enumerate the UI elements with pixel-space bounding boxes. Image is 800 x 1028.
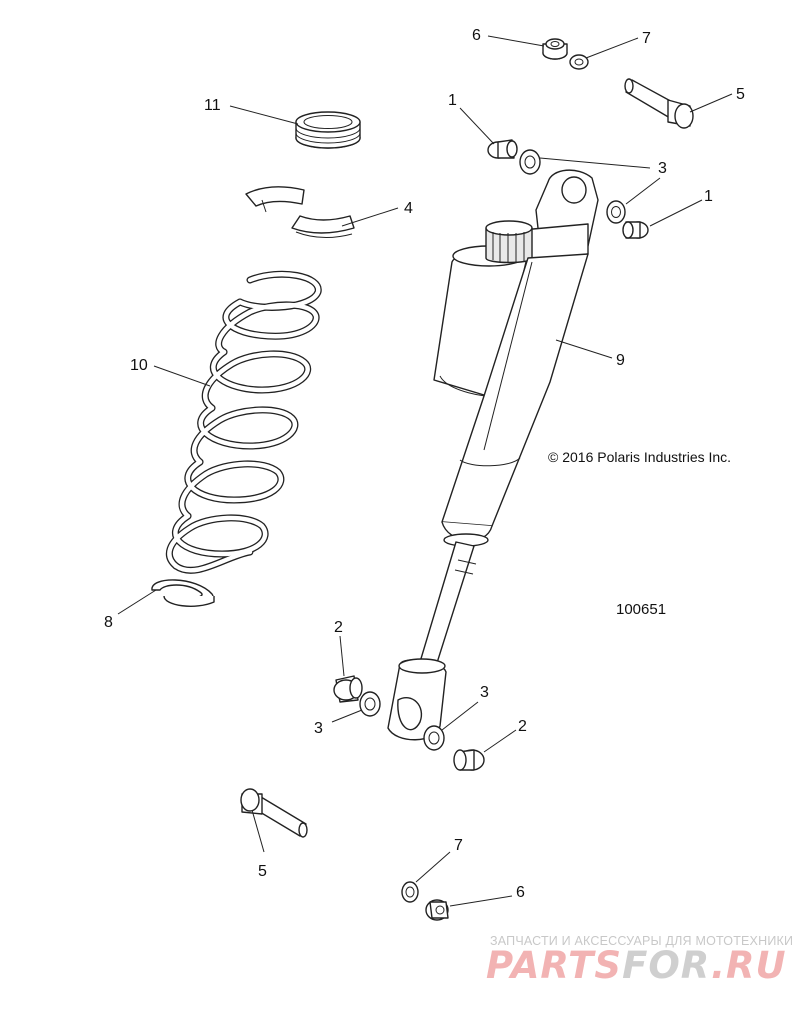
part-10-coil-spring <box>165 270 322 574</box>
callout-5-top: 5 <box>736 86 745 103</box>
watermark-logo-for: FOR <box>622 944 711 987</box>
part-3-washer-lower-right <box>423 725 445 751</box>
callout-3-lower-left: 3 <box>314 720 323 737</box>
part-4-spring-retainer-halves <box>245 186 355 238</box>
callout-numbers: 6 7 5 11 1 3 1 4 9 10 8 2 3 3 2 5 7 6 <box>104 27 745 901</box>
part-6-flange-nut-top <box>542 38 568 60</box>
part-7-washer-lower <box>401 881 419 903</box>
callout-3-lower-right: 3 <box>480 684 489 701</box>
callout-3-upper: 3 <box>658 160 667 177</box>
part-3-washer-upper-left <box>519 149 541 175</box>
part-1-bushing-upper-right <box>622 221 649 239</box>
callout-7-top: 7 <box>642 30 651 47</box>
callout-4: 4 <box>404 200 413 217</box>
leader-lines <box>117 35 733 907</box>
part-3-washer-lower-left <box>359 691 381 717</box>
callout-2-lower-left: 2 <box>334 619 343 636</box>
callout-11: 11 <box>204 97 221 114</box>
part-2-bushing-lower-right <box>453 749 485 771</box>
callout-10: 10 <box>130 357 148 374</box>
figure-id: 100651 <box>616 601 666 618</box>
callout-6-top: 6 <box>472 27 481 44</box>
part-8-spring-seat-clip <box>151 579 215 607</box>
callout-7-lower: 7 <box>454 837 463 854</box>
callout-9: 9 <box>616 352 625 369</box>
watermark: ЗАПЧАСТИ И АКСЕССУАРЫ ДЛЯ МОТОТЕХНИКИ PA… <box>486 934 793 987</box>
part-5-bolt-lower <box>240 788 308 838</box>
part-1-bushing-upper-left <box>487 139 518 159</box>
part-7-washer-top <box>569 54 589 70</box>
part-6-flange-nut-lower <box>425 899 449 921</box>
part-3-washer-upper-right <box>606 200 626 224</box>
callout-2-lower-right: 2 <box>518 718 527 735</box>
callout-6-lower: 6 <box>516 884 525 901</box>
callout-1-upper-right: 1 <box>704 188 713 205</box>
part-2-bushing-lower-left <box>333 675 363 703</box>
watermark-logo: PARTSFOR.RU <box>486 944 787 987</box>
watermark-tagline: ЗАПЧАСТИ И АКСЕССУАРЫ ДЛЯ МОТОТЕХНИКИ <box>490 934 793 948</box>
watermark-logo-ru: .RU <box>711 944 787 987</box>
watermark-logo-parts: PARTS <box>486 944 622 987</box>
callout-5-lower: 5 <box>258 863 267 880</box>
callout-8: 8 <box>104 614 113 631</box>
part-11-spring-adjuster-ring <box>295 111 361 149</box>
part-5-bolt-top <box>624 78 694 129</box>
copyright-notice: © 2016 Polaris Industries Inc. <box>548 449 731 465</box>
callout-1-upper-left: 1 <box>448 92 457 109</box>
part-9-shock-absorber <box>387 169 599 741</box>
